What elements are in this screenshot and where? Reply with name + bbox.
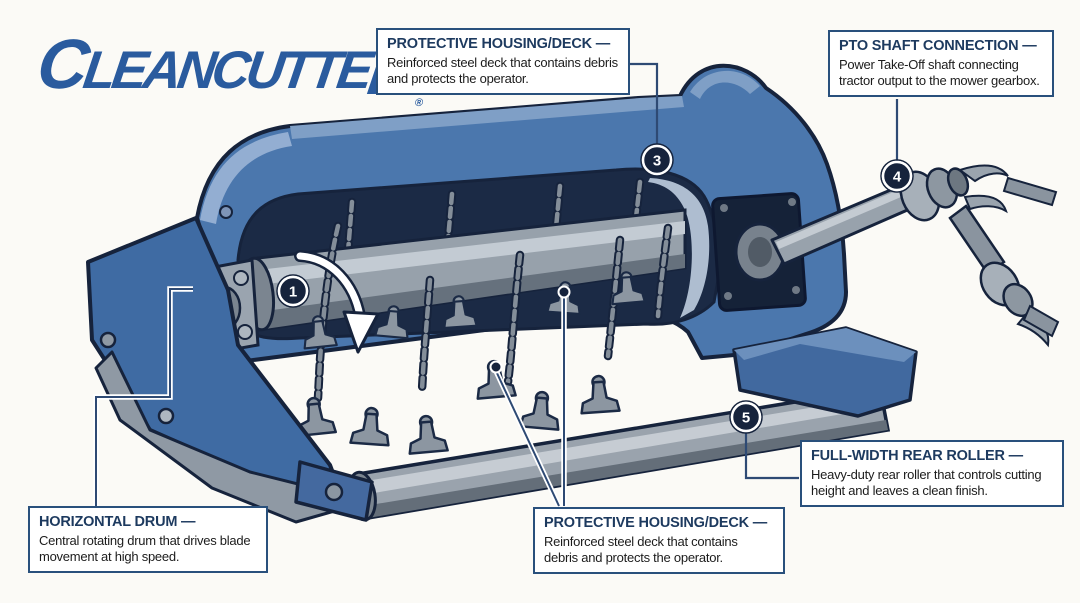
callout-rear-roller: FULL-WIDTH REAR ROLLER — Heavy-duty rear… xyxy=(800,440,1064,508)
callout-pto-shaft: PTO SHAFT CONNECTION — Power Take-Off sh… xyxy=(828,30,1054,98)
universal-joint-upper xyxy=(899,164,1058,222)
marker-pto: 4 xyxy=(880,159,914,193)
callout-title: PROTECTIVE HOUSING/DECK — xyxy=(387,36,610,52)
callout-title: PTO SHAFT CONNECTION — xyxy=(839,38,1037,54)
flange-bolt xyxy=(233,270,249,286)
roller-bolt xyxy=(324,482,344,502)
flail-blade xyxy=(519,389,563,431)
callout-title: FULL-WIDTH REAR ROLLER — xyxy=(811,448,1023,464)
flail-drum xyxy=(240,208,687,332)
leader-lines xyxy=(93,62,899,508)
drum-chains-front xyxy=(313,221,673,403)
callout-body: Heavy-duty rear roller that controls cut… xyxy=(811,466,1042,498)
drum-chains-rear xyxy=(343,177,645,257)
callout-body: Power Take-Off shaft connecting tractor … xyxy=(839,56,1040,88)
marker-housing-top-number: 3 xyxy=(653,153,661,170)
callout-horizontal-drum: HORIZONTAL DRUM — Central rotating drum … xyxy=(28,506,268,574)
rotation-arrow-icon xyxy=(294,250,380,354)
leader-dot xyxy=(557,285,571,299)
leader-roller xyxy=(744,432,799,480)
callout-title: HORIZONTAL DRUM — xyxy=(39,514,196,530)
callout-body: Reinforced steel deck that contains debr… xyxy=(387,54,618,86)
roller-bracket-right xyxy=(732,326,918,418)
skid-bolt xyxy=(99,331,117,349)
marker-roller: 5 xyxy=(729,400,763,434)
leader-dot xyxy=(489,360,503,374)
callout-body: Central rotating drum that drives blade … xyxy=(39,532,251,564)
logo-middle: LEANCUTTE xyxy=(79,41,374,100)
universal-joint-lower xyxy=(979,261,1060,348)
marker-drum-number: 1 xyxy=(289,284,297,301)
marker-drum: 1 xyxy=(276,274,310,308)
callout-protective-housing-bottom: PROTECTIVE HOUSING/DECK — Reinforced ste… xyxy=(533,507,785,575)
housing-bolt xyxy=(219,205,233,219)
flail-blade xyxy=(349,405,393,447)
skid-bolt xyxy=(157,407,175,425)
brand-logo: CLEANCUTTER® xyxy=(32,22,424,110)
flail-blade xyxy=(405,413,449,455)
marker-housing-top: 3 xyxy=(640,143,674,177)
callout-body: Reinforced steel deck that contains debr… xyxy=(544,533,738,565)
leader-housing-top xyxy=(630,62,659,146)
roller-arm-left xyxy=(294,460,374,522)
marker-roller-number: 5 xyxy=(742,410,750,427)
leader-drum xyxy=(95,288,193,506)
callout-protective-housing-top: PROTECTIVE HOUSING/DECK — Reinforced ste… xyxy=(376,28,630,96)
flange-bolt xyxy=(237,324,253,340)
marker-pto-number: 4 xyxy=(893,169,902,186)
leader-housing-bottom-b xyxy=(495,370,560,507)
callout-title: PROTECTIVE HOUSING/DECK — xyxy=(544,515,767,531)
flail-blade xyxy=(577,373,621,415)
pto-shaft xyxy=(711,164,1060,348)
